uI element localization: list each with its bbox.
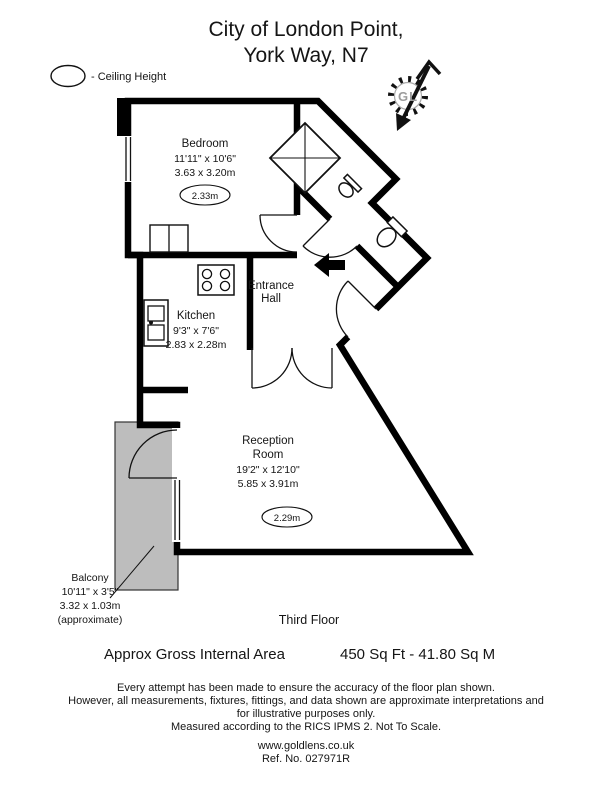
- bedroom-dim-imperial: 11'11" x 10'6": [174, 153, 236, 165]
- balcony-dim-metric: 3.32 x 1.03m: [60, 600, 121, 612]
- reception-dim-metric: 5.85 x 3.91m: [238, 478, 299, 490]
- balcony-label: Balcony: [71, 572, 109, 584]
- balcony-area: [114, 421, 179, 591]
- area-label: Approx Gross Internal Area: [104, 646, 286, 663]
- kitchen-dim-imperial: 9'3" x 7'6": [173, 325, 219, 337]
- balcony-window: [172, 428, 182, 542]
- compass-logo: GL: [388, 59, 442, 131]
- sink-icon: [338, 173, 363, 198]
- floor-plan: [109, 97, 474, 599]
- disclaimer-line1: Every attempt has been made to ensure th…: [117, 682, 495, 694]
- entrance-hall-label2: Hall: [261, 293, 281, 305]
- area-value: 450 Sq Ft - 41.80 Sq M: [340, 646, 495, 663]
- website-label: www.goldlens.co.uk: [257, 740, 355, 752]
- ceiling-height-legend: - Ceiling Height: [50, 64, 166, 88]
- entrance-arrow-icon: [314, 253, 345, 277]
- ceiling-height-label: - Ceiling Height: [91, 71, 166, 83]
- reception-double-doors: [251, 347, 333, 389]
- bedroom-dim-metric: 3.63 x 3.20m: [175, 167, 236, 179]
- sun-rays-icon: [388, 76, 428, 116]
- north-arrow-icon: [396, 113, 411, 131]
- bedroom-window: [124, 136, 133, 182]
- entrance-door: [335, 280, 377, 338]
- bathroom-door: [302, 218, 358, 258]
- page-title-line1: City of London Point,: [209, 18, 404, 41]
- hob-icon: [197, 264, 235, 296]
- wardrobe: [149, 224, 189, 253]
- kitchen-dim-metric: 2.83 x 2.28m: [166, 339, 227, 351]
- disclaimer-line4: Measured according to the RICS IPMS 2. N…: [171, 721, 441, 733]
- disclaimer-line2: However, all measurements, fixtures, fit…: [68, 695, 544, 707]
- bedroom-label: Bedroom: [182, 138, 229, 150]
- entrance-hall-label1: Entrance: [248, 280, 294, 292]
- shower-icon: [268, 121, 342, 195]
- disclaimer-line3: for illustrative purposes only.: [237, 708, 376, 720]
- reception-dim-imperial: 19'2" x 12'10": [236, 464, 300, 476]
- kitchen-label: Kitchen: [177, 310, 215, 322]
- arrow-fletch-icon: [415, 59, 442, 81]
- room-labels: Bedroom 11'11" x 10'6" 3.63 x 3.20m 2.33…: [58, 138, 313, 626]
- page-title-line2: York Way, N7: [243, 44, 368, 67]
- toilet-icon: [376, 215, 409, 248]
- reception-label1: Reception: [242, 435, 294, 447]
- balcony-dim-imperial: 10'11" x 3'5": [62, 586, 119, 598]
- balcony-door: [128, 429, 178, 479]
- wall-pillar: [117, 98, 130, 136]
- reference-number: Ref. No. 027971R: [262, 753, 350, 765]
- balcony-note: (approximate): [58, 614, 123, 626]
- reception-ceiling-oval: [261, 506, 313, 528]
- kitchen-sink-icon: [143, 299, 169, 347]
- north-arrow-shaft: [401, 65, 431, 120]
- logo-initials: GL: [398, 89, 418, 104]
- reception-label2: Room: [253, 449, 284, 461]
- bedroom-ceiling-oval: [179, 184, 231, 206]
- floor-label: Third Floor: [279, 613, 339, 627]
- bedroom-door: [259, 214, 298, 253]
- bedroom-ceiling-height: 2.33m: [192, 191, 218, 202]
- reception-ceiling-height: 2.29m: [274, 513, 300, 524]
- balcony-leader-line: [109, 545, 155, 599]
- ceiling-height-oval: [50, 64, 86, 88]
